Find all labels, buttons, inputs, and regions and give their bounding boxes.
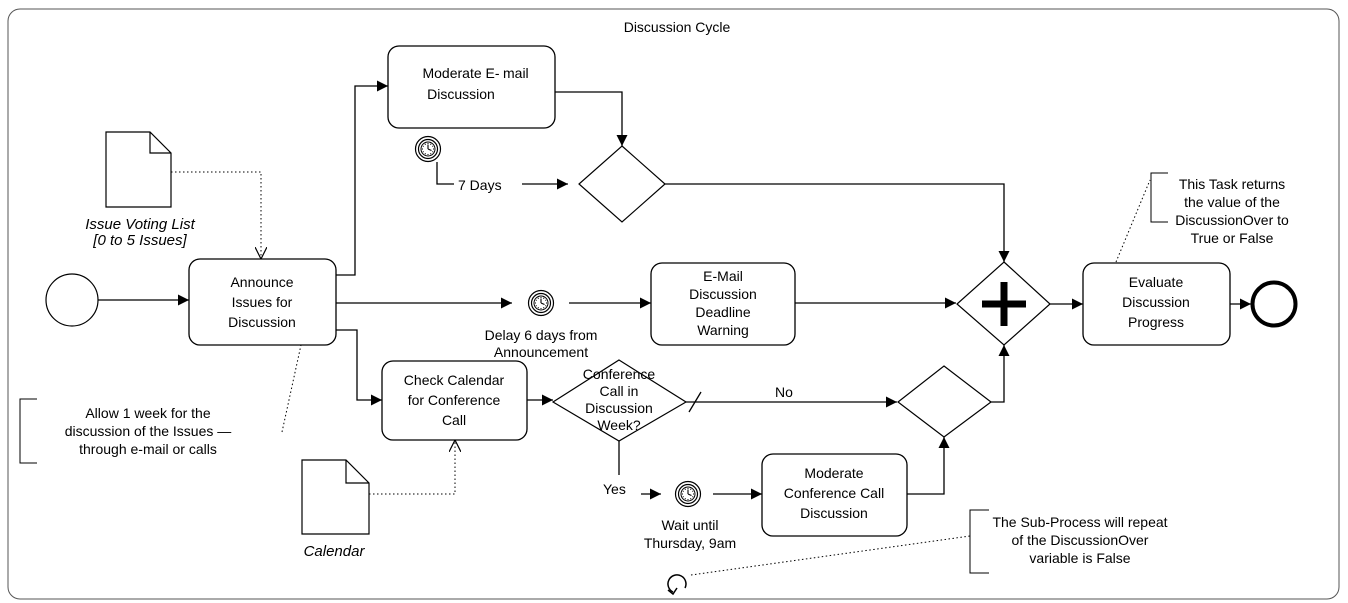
label-delay-2: Announcement	[494, 344, 588, 360]
task-announce-label-1: Announce	[230, 274, 293, 290]
flow-announce-to-moderate-email	[336, 80, 388, 276]
annotation-bracket-week	[19, 398, 37, 464]
task-moderate-email-label-2: mail	[503, 65, 529, 81]
flow-moderate-conf-to-gateway	[907, 437, 950, 495]
assoc-calendar	[369, 440, 455, 495]
data-object-calendar-icon	[301, 459, 370, 535]
task-email-warning: E-Mail Discussion Deadline Warning	[650, 262, 796, 346]
task-moderate-conference-label-3: Discussion	[800, 505, 868, 521]
flow-conf-gateway-to-parallel	[991, 345, 1010, 403]
label-delay-1: Delay 6 days from	[485, 327, 598, 343]
annotation-returns-1: This Task returns	[1179, 176, 1285, 192]
task-check-calendar-label-2: for Conference	[408, 392, 501, 408]
gateway-email	[578, 145, 666, 223]
task-check-calendar: Check Calendar for Conference Call	[381, 360, 528, 441]
task-moderate-email: Moderate E- mail Discussion	[387, 45, 556, 129]
gateway-conference-merge	[897, 365, 992, 438]
task-moderate-email-label-1: Moderate E-	[422, 65, 499, 81]
task-announce: Announce Issues for Discussion	[188, 258, 337, 346]
task-check-calendar-label-3: Call	[442, 412, 466, 428]
task-moderate-email-label-3: Discussion	[427, 86, 495, 102]
assoc-issue-list	[171, 171, 261, 259]
loop-arrowhead-icon	[667, 587, 678, 596]
task-moderate-conference-label-1: Moderate	[804, 465, 863, 481]
start-event	[45, 273, 99, 327]
annotation-returns-3: DiscussionOver to	[1175, 212, 1289, 228]
assoc-annotation-repeat	[690, 535, 971, 576]
task-email-warning-label-2: Discussion	[689, 286, 757, 302]
default-flow-slash	[688, 391, 702, 413]
annotation-week-1: Allow 1 week for the	[85, 405, 210, 421]
label-gateway-q-1: Conference	[583, 366, 656, 382]
annotation-week-2: discussion of the Issues —	[65, 423, 232, 439]
annotation-repeat-3: variable is False	[1029, 550, 1130, 566]
calendar-label: Calendar	[304, 543, 366, 560]
assoc-annotation-week	[281, 344, 302, 433]
issue-list-label-2: [0 to 5 Issues]	[92, 232, 187, 249]
task-evaluate: Evaluate Discussion Progress	[1082, 262, 1231, 346]
annotation-bracket-repeat	[969, 509, 989, 574]
loop-marker-icon	[667, 574, 687, 593]
gateway-conference-decision	[551, 359, 688, 442]
label-gateway-q-2: Call in	[600, 383, 639, 399]
label-yes: Yes	[603, 481, 626, 497]
task-evaluate-label-2: Discussion	[1122, 294, 1190, 310]
timer-boundary-icon	[414, 135, 442, 163]
task-evaluate-label-3: Progress	[1128, 314, 1184, 330]
task-email-warning-label-3: Deadline	[695, 304, 750, 320]
annotation-bracket-returns	[1150, 172, 1168, 223]
task-announce-label-3: Discussion	[228, 314, 296, 330]
label-gateway-q-3: Discussion	[585, 400, 653, 416]
label-gateway-q-4: Week?	[597, 417, 641, 433]
data-object-issue-list-icon	[105, 131, 172, 208]
flow-email-gateway-to-parallel	[665, 183, 1010, 262]
sequence-flows	[98, 80, 1251, 500]
task-email-warning-label-4: Warning	[697, 322, 749, 338]
issue-list-label-1: Issue Voting List	[85, 216, 195, 233]
flow-announce-to-calendar	[336, 329, 382, 406]
annotation-repeat-1: The Sub-Process will repeat	[992, 514, 1167, 530]
task-check-calendar-label-1: Check Calendar	[404, 372, 505, 388]
annotation-returns-4: True or False	[1191, 230, 1274, 246]
label-no: No	[775, 384, 793, 400]
annotation-returns-2: the value of the	[1184, 194, 1280, 210]
task-moderate-conference: Moderate Conference Call Discussion	[761, 453, 908, 537]
label-wait-1: Wait until	[661, 517, 718, 533]
timer-delay-icon	[527, 289, 555, 317]
subprocess-title: Discussion Cycle	[624, 19, 731, 35]
flow-moderate-email-to-gateway	[555, 91, 628, 146]
parallel-plus-icon	[982, 282, 1026, 326]
annotation-week-3: through e-mail or calls	[79, 441, 217, 457]
annotation-repeat-2: of the DiscussionOver	[1012, 532, 1149, 548]
assoc-annotation-returns	[1115, 179, 1151, 263]
associations	[171, 171, 1151, 576]
label-7-days: 7 Days	[458, 177, 502, 193]
task-email-warning-label-1: E-Mail	[703, 268, 743, 284]
task-evaluate-label-1: Evaluate	[1129, 274, 1184, 290]
label-wait-2: Thursday, 9am	[644, 535, 736, 551]
end-event	[1250, 280, 1298, 328]
task-moderate-conference-label-2: Conference Call	[784, 485, 884, 501]
timer-wait-icon	[674, 480, 702, 508]
subprocess-frame	[7, 8, 1340, 600]
task-announce-label-2: Issues for	[232, 294, 293, 310]
